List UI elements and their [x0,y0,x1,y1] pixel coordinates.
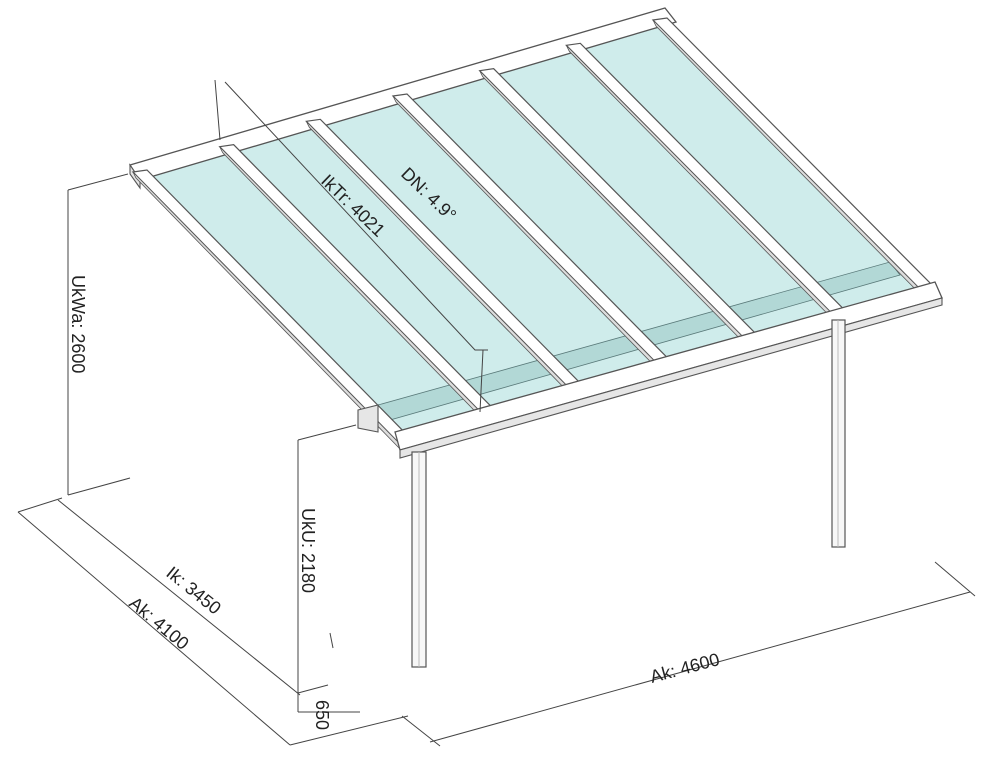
dim-line-outer-depth [17,511,291,746]
label-inner-depth: Ik: 3450 [162,563,224,619]
label-wall-height: UkWa: 2600 [68,275,88,373]
gutter-end-left [357,404,379,433]
front-gutter-face [399,297,943,459]
dim-ext-wall-bottom [67,477,131,496]
dim-ext-wall-top [67,173,129,191]
dim-ext-front-bottom [297,684,329,694]
dim-tick-front [329,632,334,649]
label-overhang: 650 [312,700,332,730]
dim-line-inner-depth [57,499,301,696]
dim-ext-front-top [297,424,357,441]
rafter-leader-line-2 [224,81,488,351]
label-front-height: UkU: 2180 [298,508,318,593]
label-outer-depth: Ak: 4100 [125,593,192,654]
rafter-leader-line-3 [479,349,484,413]
dim-ext-depth-front [289,715,409,746]
dim-ext-width-right [934,561,976,597]
rafter-leader-line [214,79,221,141]
label-outer-width: Ak: 4600 [648,649,722,687]
dim-ext-depth-back [17,497,63,513]
rafters [131,17,939,451]
dim-ext-width-left [401,715,441,747]
dim-line-outer-width [429,591,971,743]
